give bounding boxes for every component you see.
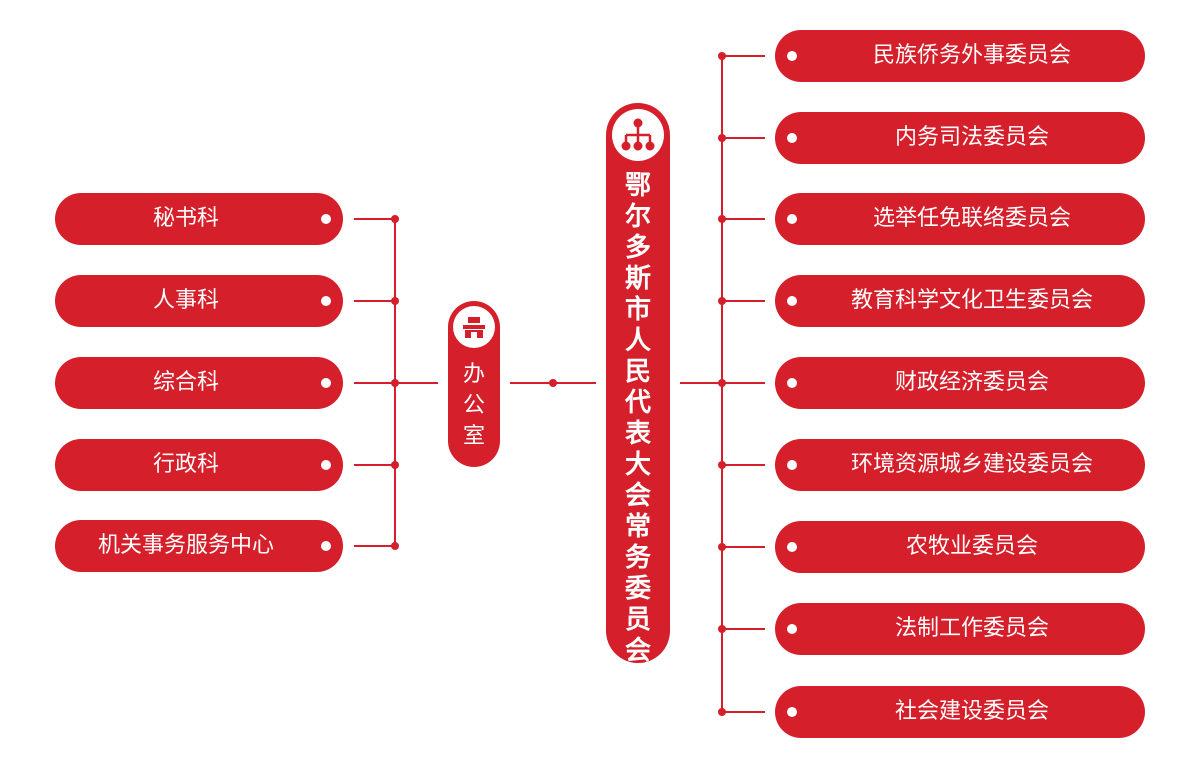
office-label: 办 公 室 xyxy=(448,359,500,452)
root-node: 鄂尔多斯市人民代表大会常务委员会 xyxy=(606,103,670,666)
committee-label: 内务司法委员会 xyxy=(894,125,1049,150)
committee-node: 选举任免联络委员会 xyxy=(775,193,1145,245)
junction-dot xyxy=(391,542,399,550)
junction-dot xyxy=(718,215,726,223)
node-dot xyxy=(321,460,331,470)
section-node-personnel: 人事科 xyxy=(55,275,343,327)
section-label: 秘书科 xyxy=(152,206,219,231)
root-label-char: 斯 xyxy=(624,264,651,294)
root-label-char: 员 xyxy=(624,605,651,635)
node-dot xyxy=(787,542,797,552)
committee-label: 教育科学文化卫生委员会 xyxy=(850,288,1093,313)
section-node-general: 综合科 xyxy=(55,357,343,409)
section-node-affairs-center: 机关事务服务中心 xyxy=(55,520,343,572)
junction-dot xyxy=(718,134,726,142)
office-label-char: 室 xyxy=(462,424,485,449)
committee-label: 民族侨务外事委员会 xyxy=(872,43,1071,68)
building-icon xyxy=(453,306,495,348)
section-label: 行政科 xyxy=(152,452,219,477)
committee-node: 教育科学文化卫生委员会 xyxy=(775,275,1145,327)
node-dot xyxy=(787,707,797,717)
root-label-char: 会 xyxy=(624,636,651,666)
root-label: 鄂尔多斯市人民代表大会常务委员会 xyxy=(606,171,670,667)
root-label-char: 多 xyxy=(624,233,651,263)
section-label: 机关事务服务中心 xyxy=(97,533,274,558)
root-label-char: 表 xyxy=(624,419,651,449)
committee-label: 法制工作委员会 xyxy=(894,616,1049,641)
committee-node: 法制工作委员会 xyxy=(775,603,1145,655)
junction-dot xyxy=(391,379,399,387)
junction-dot xyxy=(718,297,726,305)
committee-node: 社会建设委员会 xyxy=(775,686,1145,738)
root-label-char: 人 xyxy=(624,326,651,356)
root-label-char: 民 xyxy=(624,357,651,387)
root-label-char: 代 xyxy=(624,388,651,418)
section-node-secretariat: 秘书科 xyxy=(55,193,343,245)
node-dot xyxy=(321,296,331,306)
committee-label: 环境资源城乡建设委员会 xyxy=(850,452,1093,477)
office-node: 办 公 室 xyxy=(448,301,500,467)
root-label-char: 会 xyxy=(624,481,651,511)
committee-label: 选举任免联络委员会 xyxy=(872,206,1071,231)
junction-dot xyxy=(391,215,399,223)
root-label-char: 市 xyxy=(624,295,651,325)
committee-label: 农牧业委员会 xyxy=(905,534,1038,559)
junction-dot xyxy=(549,379,557,387)
section-label: 综合科 xyxy=(152,370,219,395)
node-dot xyxy=(787,133,797,143)
junction-dot xyxy=(391,461,399,469)
committee-node: 农牧业委员会 xyxy=(775,521,1145,573)
office-label-char: 公 xyxy=(462,393,485,418)
junction-dot xyxy=(718,543,726,551)
office-label-char: 办 xyxy=(462,362,485,387)
node-dot xyxy=(787,624,797,634)
root-label-char: 常 xyxy=(624,512,651,542)
root-label-char: 鄂 xyxy=(624,171,651,201)
node-dot xyxy=(787,460,797,470)
junction-dot xyxy=(718,52,726,60)
node-dot xyxy=(787,296,797,306)
node-dot xyxy=(321,541,331,551)
node-dot xyxy=(787,51,797,61)
root-label-char: 委 xyxy=(624,574,651,604)
committee-label: 社会建设委员会 xyxy=(894,699,1049,724)
committee-node: 内务司法委员会 xyxy=(775,112,1145,164)
committee-node: 财政经济委员会 xyxy=(775,357,1145,409)
org-chart-icon xyxy=(612,109,664,161)
junction-dot xyxy=(391,297,399,305)
node-dot xyxy=(321,378,331,388)
committee-node: 环境资源城乡建设委员会 xyxy=(775,439,1145,491)
root-label-char: 尔 xyxy=(624,202,651,232)
committee-label: 财政经济委员会 xyxy=(894,370,1049,395)
root-label-char: 大 xyxy=(624,450,651,480)
committee-node: 民族侨务外事委员会 xyxy=(775,30,1145,82)
junction-dot xyxy=(718,379,726,387)
junction-dot xyxy=(718,461,726,469)
section-node-administration: 行政科 xyxy=(55,439,343,491)
junction-dot xyxy=(718,625,726,633)
node-dot xyxy=(321,214,331,224)
section-label: 人事科 xyxy=(152,288,219,313)
root-label-char: 务 xyxy=(624,543,651,573)
junction-dot xyxy=(718,708,726,716)
node-dot xyxy=(787,214,797,224)
node-dot xyxy=(787,378,797,388)
